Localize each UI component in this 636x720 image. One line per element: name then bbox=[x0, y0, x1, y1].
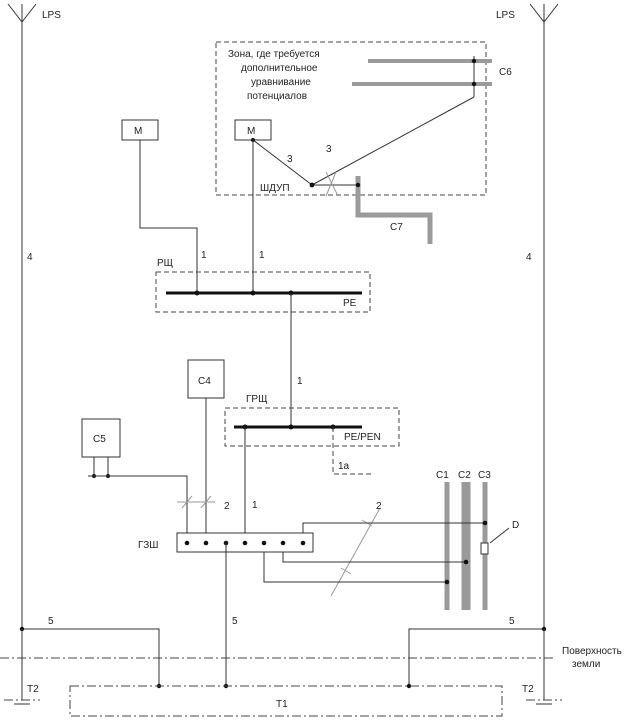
rsch-label: РЩ bbox=[157, 258, 173, 269]
c6-label: C6 bbox=[499, 67, 512, 78]
wire-2a-label: 2 bbox=[224, 501, 230, 512]
rsch-pe-label: PE bbox=[343, 298, 357, 309]
zone-text-line4: потенциалов bbox=[247, 91, 307, 102]
lps-right-label: LPS bbox=[496, 10, 515, 21]
lps-left-label: LPS bbox=[42, 10, 61, 21]
zone-text-line2: дополнительное bbox=[241, 63, 318, 74]
conductor-4-right-label: 4 bbox=[526, 252, 532, 263]
c123-pipes bbox=[444, 482, 489, 610]
c5-label: C5 bbox=[93, 434, 106, 445]
motor-left-label: M bbox=[134, 126, 142, 137]
c7-label: C7 bbox=[390, 222, 403, 233]
c5-box bbox=[81, 418, 121, 458]
t2-left-label: T2 bbox=[27, 684, 39, 695]
c4-box bbox=[187, 359, 225, 399]
c5-wiring bbox=[88, 457, 188, 543]
c3-label: C3 bbox=[478, 470, 491, 481]
t2-right-label: T2 bbox=[522, 684, 534, 695]
wire-1a-sub-label: 1а bbox=[338, 461, 350, 472]
t1-label: T1 bbox=[276, 699, 288, 710]
zone-text-line3: уравнивание bbox=[251, 77, 311, 88]
wire-5-right-label: 5 bbox=[509, 616, 515, 627]
wire-1d-label: 1 bbox=[252, 500, 258, 511]
zone-text-line1: Зона, где требуется bbox=[228, 48, 320, 60]
d-label: D bbox=[512, 520, 519, 531]
wire-3a-label: 3 bbox=[287, 154, 293, 165]
gzsh-terminals bbox=[184, 540, 306, 546]
d-leader bbox=[489, 527, 510, 544]
wire-1a-sub bbox=[332, 427, 372, 475]
c7-pipe bbox=[355, 176, 433, 244]
grsch-pe-pen-label: PE/PEN bbox=[344, 432, 381, 443]
wire-1c-label: 1 bbox=[297, 376, 303, 387]
gzsh-label: ГЗШ bbox=[138, 540, 158, 551]
rsch-panel-border bbox=[155, 271, 371, 313]
shdup-wiring bbox=[251, 96, 475, 197]
c2-label: C2 bbox=[458, 470, 471, 481]
ground-surface-line1: Поверхность bbox=[562, 646, 622, 657]
motor-right-label: M bbox=[247, 126, 255, 137]
wire-5-mid-label: 5 bbox=[232, 616, 238, 627]
wire-motor-left bbox=[139, 140, 198, 293]
wire-1a-label: 1 bbox=[201, 250, 207, 261]
conductor-4-left-label: 4 bbox=[27, 252, 33, 263]
lps-right-rod bbox=[529, 3, 559, 628]
t1-electrode bbox=[69, 685, 503, 717]
wire-5-left-label: 5 bbox=[48, 616, 54, 627]
shdup-label: ШДУП bbox=[260, 183, 290, 194]
equalization-zone-border bbox=[215, 41, 487, 196]
grsch-label: ГРЩ bbox=[246, 394, 267, 405]
wire-1b-label: 1 bbox=[259, 250, 265, 261]
c4-label: C4 bbox=[198, 376, 211, 387]
wire-2b-label: 2 bbox=[376, 501, 382, 512]
t2-left-electrode bbox=[4, 629, 40, 705]
c1-label: C1 bbox=[436, 470, 449, 481]
ground-surface-line2: земли bbox=[572, 659, 600, 670]
lps-left-rod bbox=[7, 3, 37, 628]
grsch-panel-border bbox=[224, 407, 400, 447]
t2-right-electrode bbox=[526, 629, 562, 705]
wire-3b-label: 3 bbox=[326, 144, 332, 155]
c6-pipes bbox=[352, 56, 492, 97]
